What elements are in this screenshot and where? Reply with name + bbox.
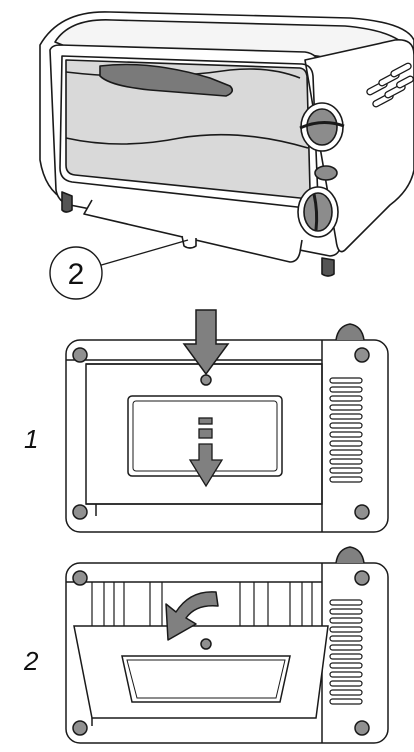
step1-corner-tab [335, 323, 365, 341]
step2-tray-recess [121, 655, 291, 703]
oven-foot-left [61, 191, 73, 213]
oven-interior-curve [65, 133, 309, 149]
step-label-2: 2 [23, 646, 39, 676]
crumb-tray [83, 199, 303, 263]
step1-push-arrow-icon [182, 309, 230, 376]
temperature-knob [299, 102, 345, 152]
step1-screw-bottom-left [72, 504, 88, 520]
step2-swing-arrow-icon [165, 591, 219, 641]
callout-leader-line [97, 239, 189, 267]
step1-screw-top-left [72, 347, 88, 363]
step2-bottom-view [65, 546, 389, 744]
step1-screw-top-right [354, 347, 370, 363]
step1-slide-arrow-icon [188, 417, 224, 488]
step2-screw-top-right [354, 570, 370, 586]
toaster-oven [39, 11, 414, 277]
step2-screw-bottom-left [72, 720, 88, 736]
step2-heating-grill [91, 582, 313, 626]
crumb-tray-handle [181, 235, 197, 249]
step2-corner-tab [335, 546, 365, 564]
indicator-light [314, 165, 338, 181]
step1-bottom-view [65, 323, 389, 533]
timer-knob [297, 186, 339, 238]
step-label-1: 1 [24, 424, 38, 454]
step2-screw-bottom-right [354, 720, 370, 736]
step2-center-screw [200, 638, 212, 650]
step2-tray-recess-inner [126, 659, 286, 699]
step1-screw-bottom-right [354, 504, 370, 520]
step2-vent-slots [329, 599, 363, 705]
callout-number: 2 [68, 258, 85, 291]
oven-door-handle [99, 63, 234, 97]
callout-circle [49, 246, 103, 300]
step2-screw-top-left [72, 570, 88, 586]
oven-vents [366, 62, 414, 108]
step1-vent-slots [329, 377, 363, 483]
callout-crumb-tray: 2 [49, 239, 189, 300]
step1-center-screw [200, 374, 212, 386]
oven-foot-right [321, 257, 335, 277]
